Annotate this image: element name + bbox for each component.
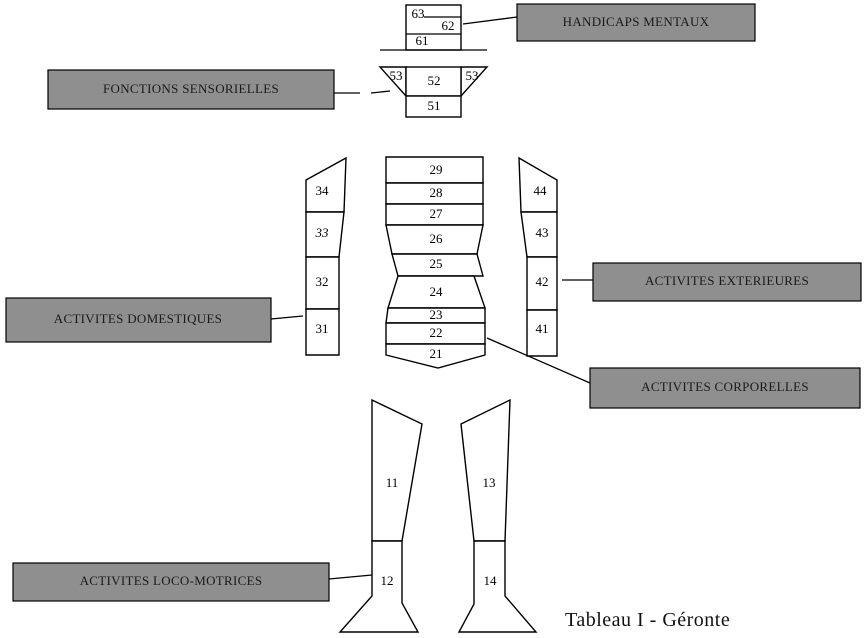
segment-13-shape <box>460 398 511 542</box>
right-arm-group: 44 43 42 41 <box>518 156 558 357</box>
leader-domestic <box>270 315 304 320</box>
label-sensory: FONCTIONS SENSORIELLES <box>47 69 335 110</box>
leader-bodily <box>486 337 591 384</box>
segment-28: 28 <box>430 185 443 200</box>
svg-text:HANDICAPS MENTAUX: HANDICAPS MENTAUX <box>563 14 710 29</box>
segment-12-shape <box>338 540 420 633</box>
segment-51-shape <box>405 95 462 118</box>
segment-32: 32 <box>316 274 329 289</box>
segment-51: 51 <box>428 98 441 113</box>
head-mental-group: 63 62 61 <box>380 4 487 51</box>
segment-34: 34 <box>316 183 330 198</box>
segment-42: 42 <box>536 274 549 289</box>
leader-locomotor <box>328 574 373 580</box>
segment-44: 44 <box>534 183 548 198</box>
segment-52-shape <box>405 66 462 97</box>
segment-13: 13 <box>483 475 496 490</box>
right-leg-group: 13 14 <box>457 398 538 633</box>
svg-text:FONCTIONS SENSORIELLES: FONCTIONS SENSORIELLES <box>103 81 279 96</box>
label-exterior: ACTIVITES EXTERIEURES <box>592 262 862 302</box>
svg-text:ACTIVITES DOMESTIQUES: ACTIVITES DOMESTIQUES <box>54 311 222 326</box>
svg-text:ACTIVITES EXTERIEURES: ACTIVITES EXTERIEURES <box>645 273 809 288</box>
segment-31: 31 <box>316 321 329 336</box>
segment-11-shape <box>371 398 423 542</box>
segment-26: 26 <box>430 231 444 246</box>
segment-43: 43 <box>536 225 549 240</box>
segment-25-shape <box>391 253 484 277</box>
segment-52: 52 <box>428 73 441 88</box>
segment-27: 27 <box>430 206 444 221</box>
label-locomotor: ACTIVITES LOCO-MOTRICES <box>12 562 330 602</box>
segment-11: 11 <box>386 475 399 490</box>
segment-21: 21 <box>430 346 443 361</box>
segment-61: 61 <box>416 33 429 48</box>
segment-23: 23 <box>430 307 443 322</box>
svg-text:ACTIVITES LOCO-MOTRICES: ACTIVITES LOCO-MOTRICES <box>80 573 263 588</box>
segment-14: 14 <box>484 573 498 588</box>
segment-21-shape <box>385 343 486 369</box>
torso-group: 29 28 27 26 25 24 23 22 21 <box>385 156 486 369</box>
segment-63: 63 <box>412 6 425 21</box>
segment-22: 22 <box>430 325 443 340</box>
segment-29: 29 <box>430 162 443 177</box>
left-leg-group: 11 12 <box>338 398 423 633</box>
segment-41-shape <box>526 309 558 357</box>
segment-33: 33 <box>315 225 330 240</box>
leader-sensory-tail <box>370 90 391 94</box>
segment-6x-box <box>405 4 462 51</box>
svg-text:ACTIVITES CORPORELLES: ACTIVITES CORPORELLES <box>641 379 809 394</box>
segment-25: 25 <box>430 256 443 271</box>
leader-mental <box>462 16 518 25</box>
segment-24: 24 <box>430 284 444 299</box>
label-domestic: ACTIVITES DOMESTIQUES <box>5 297 272 343</box>
segment-41: 41 <box>536 321 549 336</box>
caption: Tableau I - Géronte <box>565 609 731 631</box>
head-sensory-group: 53 53 52 51 <box>378 66 489 118</box>
label-mental: HANDICAPS MENTAUX <box>516 3 756 42</box>
label-bodily: ACTIVITES CORPORELLES <box>589 367 861 409</box>
left-arm-group: 34 33 32 31 <box>305 156 347 356</box>
segment-14-shape <box>457 540 538 633</box>
segment-53-right: 53 <box>466 68 479 83</box>
segment-31-shape <box>305 308 340 356</box>
segment-53-left: 53 <box>390 68 403 83</box>
segment-12: 12 <box>381 573 394 588</box>
segment-62: 62 <box>442 18 455 33</box>
